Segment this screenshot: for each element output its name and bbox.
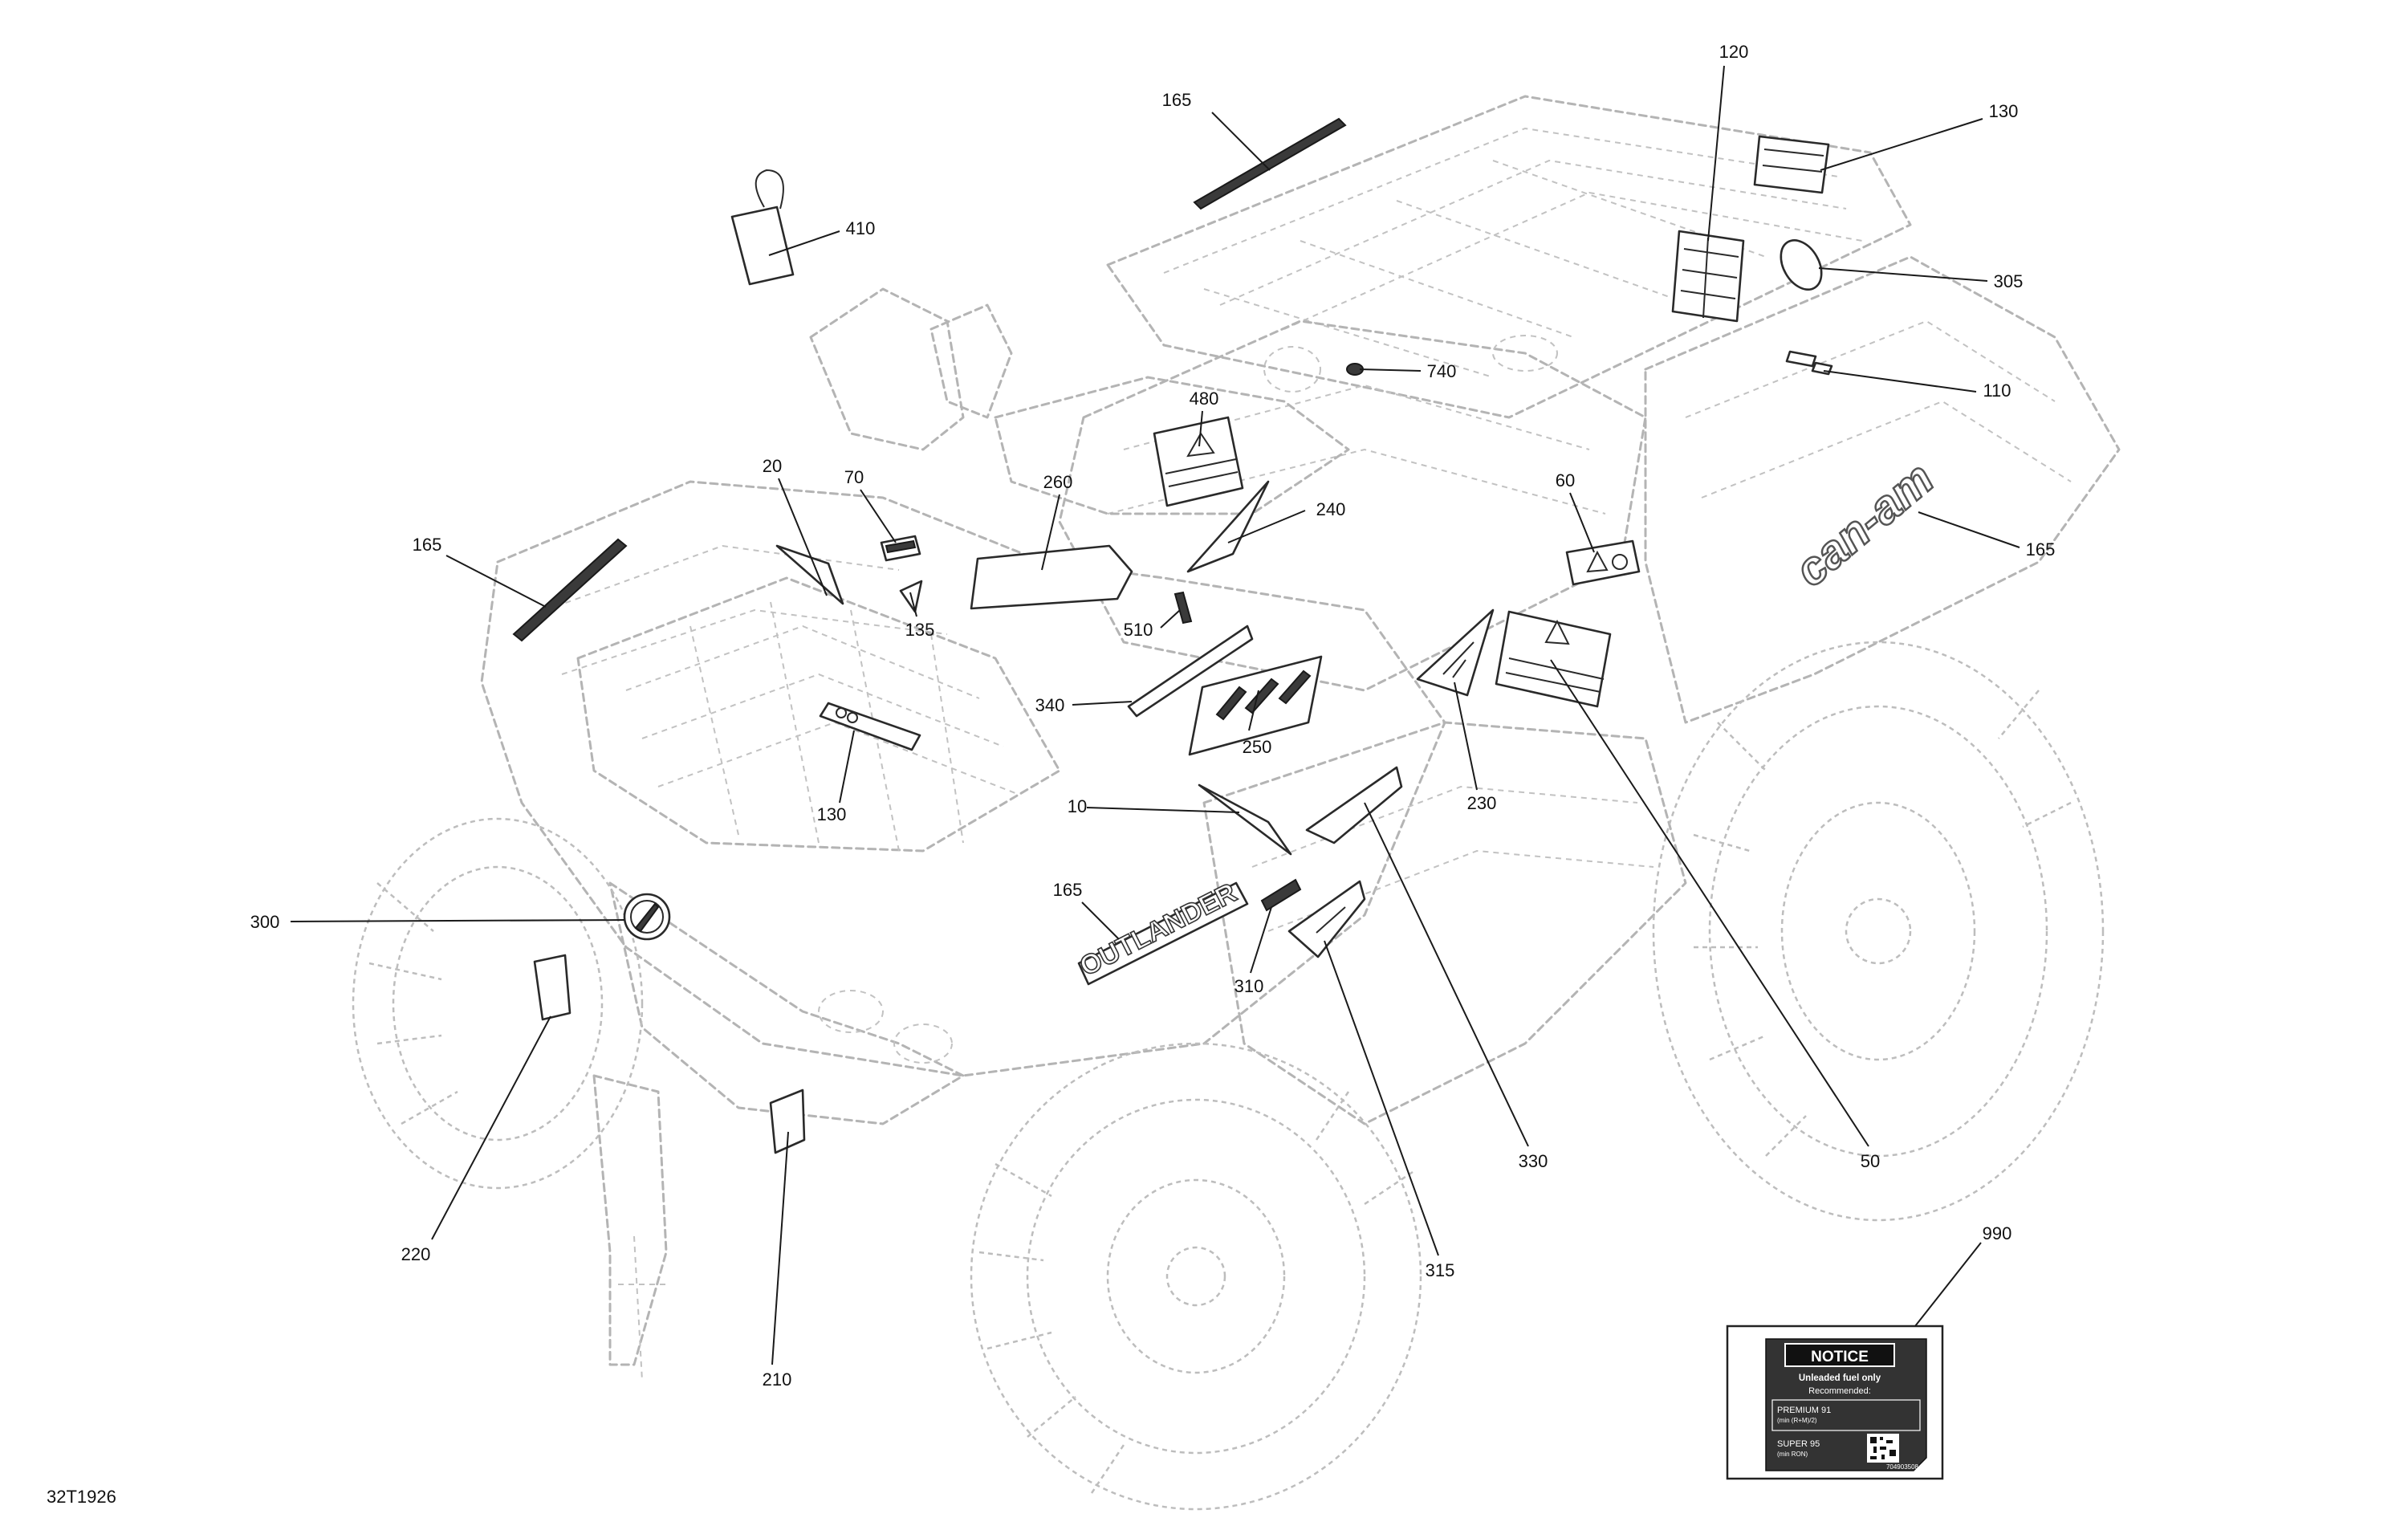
- decal-130-front-label: [819, 702, 921, 751]
- decal-260-panel-label: [970, 544, 1133, 610]
- decal-parts: can-am OUTLANDER: [512, 117, 1945, 1154]
- decal-300-round-badge: [623, 893, 671, 941]
- callout-510: 510: [1124, 620, 1153, 640]
- callout-310: 310: [1235, 976, 1264, 996]
- decal-315-panel-label: [1287, 880, 1366, 958]
- callout-10: 10: [1068, 796, 1087, 816]
- notice-line-3: PREMIUM 91: [1777, 1406, 1831, 1415]
- decal-220-label: [533, 954, 571, 1021]
- decal-165-rear-reflector: [1193, 117, 1347, 210]
- callout-230: 230: [1467, 793, 1497, 813]
- callout-165-right: 165: [2026, 539, 2056, 560]
- notice-line-4-sub: (min RON): [1777, 1451, 1808, 1458]
- qr-code-icon: [1867, 1434, 1899, 1463]
- decal-120-warning-label: [1671, 230, 1745, 323]
- callout-300: 300: [250, 912, 280, 932]
- callout-20: 20: [763, 456, 782, 476]
- decal-310-small-label: [1260, 878, 1302, 912]
- callout-220: 220: [401, 1244, 431, 1264]
- callout-70: 70: [844, 467, 864, 487]
- figure-reference-code: 32T1926: [47, 1487, 116, 1507]
- decal-210-label: [769, 1089, 806, 1154]
- decal-70-label: [880, 535, 921, 562]
- decal-50-warning-label: [1495, 610, 1612, 708]
- callout-210: 210: [763, 1369, 792, 1390]
- callout-labels: 120 130 165 410 305 740 110 480 20 70 26…: [250, 42, 2056, 1390]
- decal-60-warning-label: [1565, 539, 1641, 586]
- decal-340-strip-label: [1127, 625, 1254, 718]
- leader-lines: [290, 65, 2020, 1365]
- notice-fuel-label: NOTICE Unleaded fuel only Recommended: P…: [1726, 1325, 1944, 1480]
- callout-330: 330: [1519, 1151, 1548, 1171]
- decal-130-rear-label: [1753, 135, 1830, 194]
- callout-60: 60: [1556, 470, 1575, 490]
- callout-50: 50: [1861, 1151, 1880, 1171]
- callout-480: 480: [1190, 389, 1219, 409]
- decal-20-triangle-label: [775, 544, 844, 605]
- notice-line-3-sub: (min (R+M)/2): [1777, 1417, 1817, 1424]
- callout-135: 135: [905, 620, 935, 640]
- notice-line-2: Recommended:: [1808, 1386, 1871, 1396]
- callout-130-mid: 130: [817, 804, 847, 824]
- decal-165-model-name: OUTLANDER: [1074, 877, 1249, 986]
- decal-10-triangle-label: [1198, 783, 1292, 856]
- model-name-text: OUTLANDER: [1075, 877, 1241, 983]
- decal-480-warning-label: [1153, 416, 1244, 507]
- callout-340: 340: [1035, 695, 1065, 715]
- decal-510-small-label: [1173, 591, 1193, 625]
- callout-990: 990: [1983, 1223, 2012, 1243]
- callout-110: 110: [1983, 380, 2011, 401]
- callout-165-left: 165: [413, 535, 442, 555]
- callout-260: 260: [1043, 472, 1073, 492]
- callout-130-top: 130: [1989, 101, 2019, 121]
- decal-330-panel-label: [1305, 766, 1403, 844]
- callout-165-top: 165: [1162, 90, 1192, 110]
- notice-line-4: SUPER 95: [1777, 1439, 1820, 1449]
- callout-305: 305: [1994, 271, 2024, 291]
- vehicle-ghost-outline: [352, 95, 2121, 1511]
- callout-250: 250: [1243, 737, 1272, 757]
- decal-410-hang-tag: [730, 169, 795, 286]
- callout-165-mid: 165: [1053, 880, 1083, 900]
- notice-part-number: 704903508: [1886, 1463, 1919, 1471]
- callout-740: 740: [1427, 361, 1457, 381]
- decal-165-brand-logo: can-am: [1784, 451, 1945, 598]
- callout-315: 315: [1426, 1260, 1455, 1280]
- brand-logo-text: can-am: [1785, 452, 1943, 596]
- callout-240: 240: [1316, 499, 1346, 519]
- callout-120: 120: [1719, 42, 1749, 62]
- decal-230-side-graphic: [1416, 608, 1495, 697]
- decal-240-triangle-label: [1186, 480, 1270, 573]
- decal-110-small-labels: [1785, 350, 1833, 376]
- notice-line-1: Unleaded fuel only: [1799, 1373, 1881, 1383]
- decal-165-front-reflector: [512, 538, 628, 642]
- decal-305-oval: [1780, 239, 1823, 291]
- callout-410: 410: [846, 218, 876, 238]
- notice-title: NOTICE: [1811, 1349, 1869, 1365]
